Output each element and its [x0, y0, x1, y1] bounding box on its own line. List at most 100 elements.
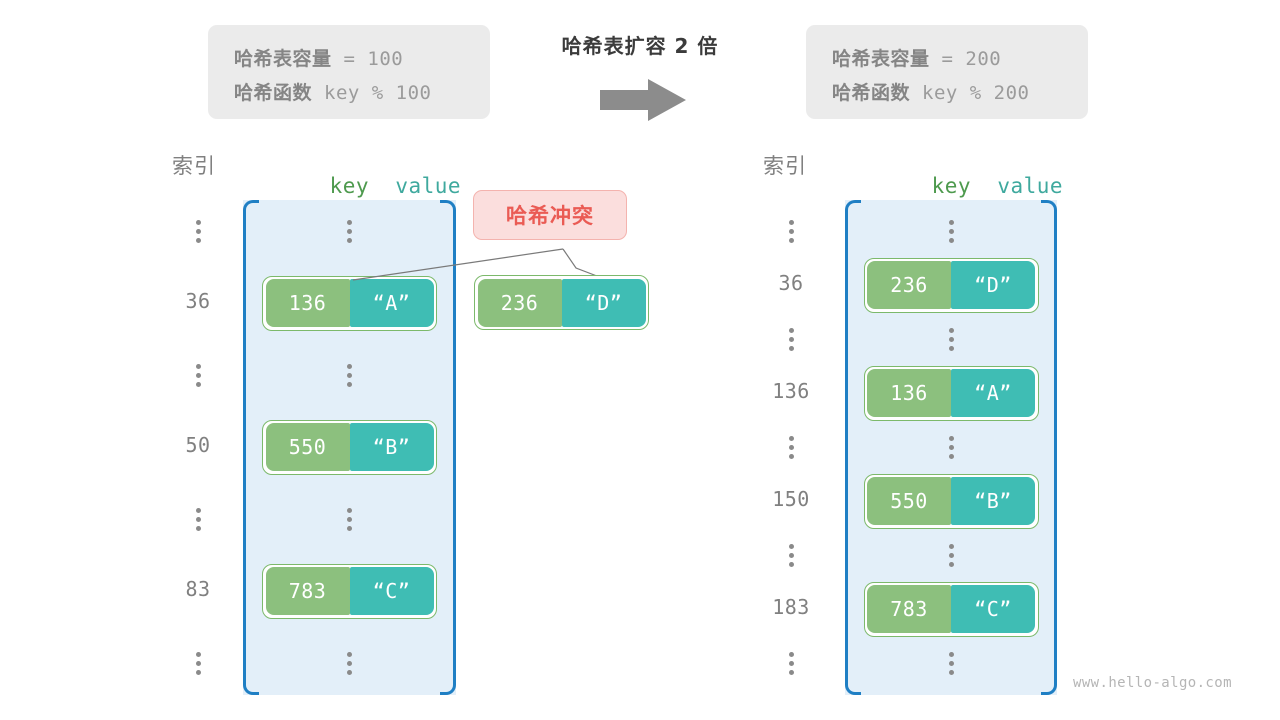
ellipsis-dots [347, 651, 352, 675]
transition-title: 哈希表扩容 2 倍 [561, 34, 719, 58]
ellipsis-dots [347, 363, 352, 387]
capacity-value: = 200 [941, 48, 1002, 70]
entry-value: “C” [349, 567, 434, 615]
index-column-left: 36 50 83 [153, 200, 243, 695]
entry: 236“D” [863, 257, 1039, 313]
hash-function-value: key % 200 [922, 82, 1030, 104]
ellipsis-dots [948, 651, 954, 675]
table-row: 783“C” [845, 579, 1057, 639]
table-row-ellipsis [243, 633, 456, 693]
entry-key: 783 [265, 567, 350, 615]
kv-column-header-right: key value [879, 150, 1063, 222]
entry: 136“A” [863, 365, 1039, 421]
table-row: 550“B” [845, 471, 1057, 531]
hash-function-label: 哈希函数 [234, 82, 313, 104]
kv-column-header-left: key value [277, 150, 461, 222]
capacity-label: 哈希表容量 [832, 48, 930, 70]
bracket-left [243, 200, 259, 695]
entry-value: “A” [349, 279, 434, 327]
entry-key: 550 [867, 477, 951, 525]
hash-function-line: 哈希函数 key % 100 [234, 76, 464, 110]
capacity-label: 哈希表容量 [234, 48, 332, 70]
entry-value: “D” [561, 278, 646, 327]
entry-value: “B” [349, 423, 434, 471]
ellipsis-dots [153, 508, 243, 531]
ellipsis-dots [153, 220, 243, 243]
index-label: 136 [772, 379, 810, 403]
table-row-ellipsis [845, 525, 1057, 585]
entry-key: 136 [265, 279, 350, 327]
info-box-after: 哈希表容量 = 200 哈希函数 key % 200 [806, 25, 1088, 119]
table-row-ellipsis [845, 417, 1057, 477]
ellipsis-dots [746, 220, 836, 243]
key-column-header: key [931, 174, 972, 198]
index-label: 50 [185, 433, 211, 457]
value-column-header: value [395, 174, 462, 198]
table-row: 236“D” [845, 255, 1057, 315]
table-row: 136“A” [845, 363, 1057, 423]
value-column-header: value [997, 174, 1064, 198]
info-box-before: 哈希表容量 = 100 哈希函数 key % 100 [208, 25, 490, 119]
right-arrow-icon [600, 79, 686, 121]
ellipsis-dots [948, 543, 954, 567]
capacity-value: = 100 [343, 48, 404, 70]
table-row-ellipsis [243, 489, 456, 549]
table-row-ellipsis [845, 633, 1057, 693]
entry: 550“B” [863, 473, 1039, 529]
index-label: 183 [772, 595, 810, 619]
table-row-ellipsis [243, 201, 456, 261]
index-label: 36 [185, 289, 211, 313]
ellipsis-dots [948, 435, 954, 459]
capacity-line: 哈希表容量 = 100 [234, 42, 464, 76]
bracket-right [440, 200, 456, 695]
index-column-right: 36 136 150 183 [746, 200, 836, 695]
key-column-header: key [329, 174, 370, 198]
bracket-left [845, 200, 861, 695]
table-row-ellipsis [243, 345, 456, 405]
table-row: 550“B” [243, 417, 456, 477]
capacity-line: 哈希表容量 = 200 [832, 42, 1062, 76]
entry-key: 136 [867, 369, 951, 417]
ellipsis-dots [948, 219, 954, 243]
entry: 550“B” [262, 419, 437, 475]
watermark: www.hello-algo.com [1073, 675, 1232, 691]
entry-key: 236 [477, 278, 562, 327]
entry-key: 783 [867, 585, 951, 633]
entry-value: “B” [951, 477, 1035, 525]
collision-badge-label: 哈希冲突 [506, 204, 594, 228]
index-label: 150 [772, 487, 810, 511]
entry: 783“C” [863, 581, 1039, 637]
bracket-right [1041, 200, 1057, 695]
table-row-ellipsis [845, 201, 1057, 261]
index-column-header-right: 索引 [763, 154, 807, 178]
index-label: 36 [778, 271, 804, 295]
ellipsis-dots [347, 219, 352, 243]
hash-table-after: 236“D” 136“A” 550“B” 783“C” [845, 200, 1057, 695]
table-row-ellipsis [845, 309, 1057, 369]
entry: 136“A” [262, 275, 437, 331]
ellipsis-dots [746, 652, 836, 675]
ellipsis-dots [746, 328, 836, 351]
hash-table-before: 136“A” 550“B” 783“C” [243, 200, 456, 695]
table-row: 783“C” [243, 561, 456, 621]
hash-function-label: 哈希函数 [832, 82, 911, 104]
hash-function-value: key % 100 [324, 82, 432, 104]
entry-value: “C” [951, 585, 1035, 633]
index-column-header-left: 索引 [172, 154, 216, 178]
table-row: 136“A” [243, 273, 456, 333]
entry-key: 550 [265, 423, 350, 471]
ellipsis-dots [347, 507, 352, 531]
entry-value: “D” [951, 261, 1035, 309]
collision-entry: 236 “D” [474, 275, 649, 330]
ellipsis-dots [153, 364, 243, 387]
ellipsis-dots [948, 327, 954, 351]
index-label: 83 [185, 577, 211, 601]
hash-function-line: 哈希函数 key % 200 [832, 76, 1062, 110]
entry: 783“C” [262, 563, 437, 619]
ellipsis-dots [153, 652, 243, 675]
ellipsis-dots [746, 436, 836, 459]
ellipsis-dots [746, 544, 836, 567]
entry-value: “A” [951, 369, 1035, 417]
entry-key: 236 [867, 261, 951, 309]
